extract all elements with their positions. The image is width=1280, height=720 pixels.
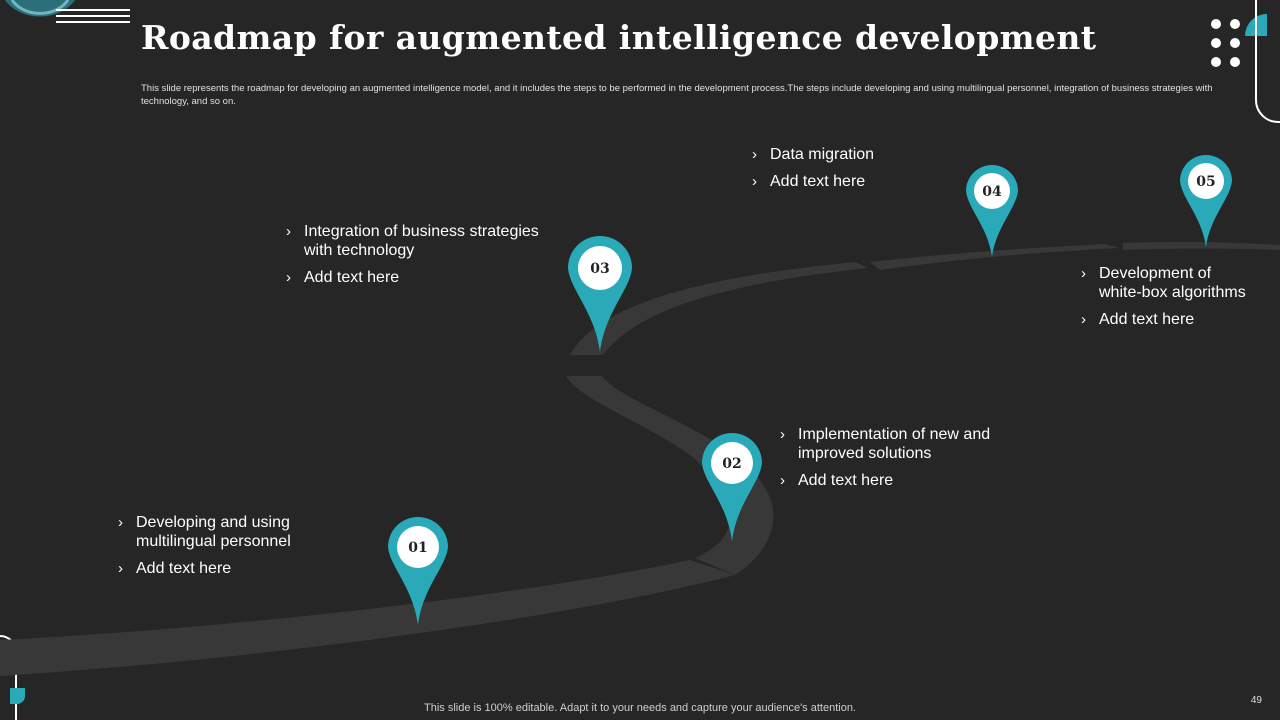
marker-number: 02 bbox=[722, 456, 741, 472]
list-item: › Add text here bbox=[118, 559, 318, 578]
milestone-description: Data migration bbox=[770, 146, 875, 163]
milestone-placeholder: Add text here bbox=[136, 560, 232, 577]
milestone-01-text: › Developing and using multilingual pers… bbox=[118, 513, 318, 586]
milestone-placeholder: Add text here bbox=[798, 472, 894, 489]
milestone-description: Integration of business strategies with … bbox=[304, 223, 539, 259]
milestone-02-text: › Implementation of new and improved sol… bbox=[780, 425, 1000, 498]
chevron-right-icon: › bbox=[752, 173, 757, 190]
milestone-03-text: › Integration of business strategies wit… bbox=[286, 222, 546, 295]
marker-number: 01 bbox=[408, 540, 427, 556]
chevron-right-icon: › bbox=[1081, 265, 1086, 282]
marker-04: 04 bbox=[966, 165, 1018, 257]
marker-number: 04 bbox=[982, 184, 1002, 200]
list-item: › Add text here bbox=[286, 268, 546, 287]
chevron-right-icon: › bbox=[752, 146, 757, 163]
list-item: › Developing and using multilingual pers… bbox=[118, 513, 318, 551]
chevron-right-icon: › bbox=[1081, 311, 1086, 328]
chevron-right-icon: › bbox=[780, 426, 785, 443]
list-item: › Implementation of new and improved sol… bbox=[780, 425, 1000, 463]
list-item: › Add text here bbox=[752, 172, 952, 191]
milestone-description: Implementation of new and improved solut… bbox=[798, 426, 991, 462]
milestone-placeholder: Add text here bbox=[304, 269, 400, 286]
milestone-description: Development of white-box algorithms bbox=[1099, 265, 1246, 301]
chevron-right-icon: › bbox=[118, 514, 123, 531]
milestone-placeholder: Add text here bbox=[770, 173, 866, 190]
list-item: › Integration of business strategies wit… bbox=[286, 222, 546, 260]
list-item: › Development of white-box algorithms bbox=[1081, 264, 1251, 302]
marker-05: 05 bbox=[1180, 155, 1232, 247]
dots-grid-icon bbox=[1211, 19, 1240, 67]
page-title: Roadmap for augmented intelligence devel… bbox=[141, 18, 1097, 57]
page-subtitle: This slide represents the roadmap for de… bbox=[141, 83, 1213, 107]
marker-02: 02 bbox=[702, 433, 762, 541]
list-item: › Data migration bbox=[752, 145, 952, 164]
chevron-right-icon: › bbox=[286, 223, 291, 240]
footer-note: This slide is 100% editable. Adapt it to… bbox=[424, 702, 856, 714]
milestone-description: Developing and using multilingual person… bbox=[136, 514, 291, 550]
marker-number: 05 bbox=[1196, 174, 1215, 190]
marker-number: 03 bbox=[590, 261, 609, 277]
page-number: 49 bbox=[1250, 695, 1262, 706]
frame-line bbox=[1255, 0, 1280, 123]
marker-03: 03 bbox=[568, 236, 632, 352]
marker-01: 01 bbox=[388, 517, 448, 625]
chevron-right-icon: › bbox=[118, 560, 123, 577]
milestone-placeholder: Add text here bbox=[1099, 311, 1195, 328]
list-item: › Add text here bbox=[780, 471, 1000, 490]
corner-arc-shape bbox=[5, 0, 75, 17]
corner-quarter-shape bbox=[10, 688, 25, 704]
list-item: › Add text here bbox=[1081, 310, 1251, 329]
chevron-right-icon: › bbox=[286, 269, 291, 286]
chevron-right-icon: › bbox=[780, 472, 785, 489]
milestone-05-text: › Development of white-box algorithms › … bbox=[1081, 264, 1251, 337]
milestone-04-text: › Data migration › Add text here bbox=[752, 145, 952, 199]
